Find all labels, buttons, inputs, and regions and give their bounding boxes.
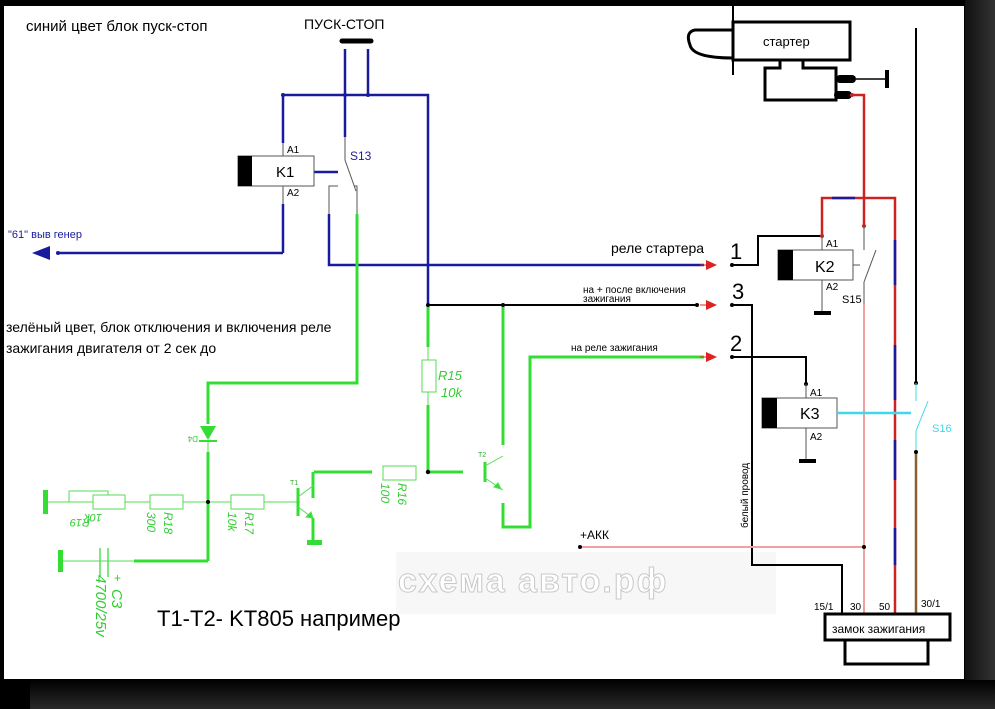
gen-arrow-icon bbox=[32, 246, 50, 260]
relay-k1-a1: A1 bbox=[287, 145, 300, 156]
switch-s16 bbox=[837, 383, 929, 452]
resistor-r18 bbox=[149, 494, 184, 510]
ground-r19-icon bbox=[43, 490, 48, 514]
r18-value: 300 bbox=[144, 512, 158, 532]
blue-block-title: синий цвет блок пуск-стоп bbox=[26, 18, 207, 35]
relay-k3-a2: A2 bbox=[810, 432, 823, 443]
pink-wires bbox=[580, 304, 865, 614]
ground-t1-icon bbox=[307, 540, 322, 545]
relay-k1: K1 A1 A2 bbox=[237, 143, 315, 204]
r17-name: R17 bbox=[242, 512, 256, 535]
green-block-title-1: зелёный цвет, блок отключения и включени… bbox=[6, 319, 332, 335]
transistor-t2 bbox=[483, 455, 504, 491]
watermark-bg bbox=[396, 552, 776, 614]
ignition-lock: замок зажигания bbox=[823, 612, 952, 666]
d4-label: D4 bbox=[187, 434, 198, 443]
starter bbox=[686, 6, 852, 102]
t1-label: T1 bbox=[290, 480, 298, 487]
relay-k3: K3 A1 A2 bbox=[761, 382, 838, 463]
r19-value: 10k bbox=[84, 511, 102, 523]
switch-s16-label: S16 bbox=[932, 423, 952, 435]
start-stop-label: ПУСК-СТОП bbox=[304, 16, 384, 32]
c3-plus: + bbox=[114, 571, 121, 585]
r16-name: R16 bbox=[395, 483, 409, 505]
diode-d4 bbox=[199, 426, 217, 452]
pin-15-1: 15/1 bbox=[814, 602, 834, 613]
transistors-note: T1-T2- KT805 например bbox=[157, 606, 400, 631]
switch-s13 bbox=[328, 137, 358, 214]
pin-50: 50 bbox=[879, 602, 891, 613]
black-wires bbox=[428, 235, 843, 614]
switch-s15-label: S15 bbox=[842, 294, 862, 306]
after-ignition-label-2: зажигания bbox=[583, 294, 631, 305]
r17-value: 10k bbox=[225, 512, 239, 532]
t2-label: T2 bbox=[478, 452, 486, 459]
resistor-r17 bbox=[230, 494, 265, 510]
watermark-text: схема авто.рф bbox=[398, 562, 668, 600]
terminal-2: 2 bbox=[730, 331, 742, 356]
arrow-icons bbox=[700, 260, 717, 362]
relay-k1-label: K1 bbox=[276, 164, 294, 181]
r15-name: R15 bbox=[438, 368, 463, 383]
red-wires bbox=[820, 93, 897, 614]
start-stop-button[interactable] bbox=[339, 38, 374, 95]
relay-k3-label: K3 bbox=[800, 406, 820, 423]
relay-k2-label: K2 bbox=[815, 259, 835, 276]
resistor-r16 bbox=[382, 465, 417, 481]
r15-value: 10k bbox=[441, 385, 463, 400]
switch-s13-label: S13 bbox=[350, 149, 372, 163]
c3-value: 4700/25v bbox=[92, 575, 109, 638]
relay-k2-a1: A1 bbox=[826, 239, 839, 250]
resistor-r15 bbox=[421, 347, 437, 405]
after-ignition-label: на + после включения bbox=[583, 285, 686, 296]
relay-k2-a2: A2 bbox=[826, 282, 839, 293]
relay-k3-a1: A1 bbox=[810, 388, 823, 399]
battery-label: +АКК bbox=[580, 528, 609, 542]
r18-name: R18 bbox=[161, 512, 175, 534]
resistor-r19: R19 bbox=[70, 494, 126, 528]
frame-shadow-right bbox=[965, 0, 995, 709]
r19-name: R19 bbox=[70, 516, 90, 528]
ground-c3-icon bbox=[58, 550, 63, 572]
transistor-t1 bbox=[296, 484, 315, 519]
capacitor-c3 bbox=[99, 548, 109, 577]
blue-wires bbox=[58, 93, 704, 305]
c3-name: C3 bbox=[108, 589, 125, 609]
starter-label: стартер bbox=[763, 34, 810, 49]
circuit-diagram: синий цвет блок пуск-стоп ПУСК-СТОП зелё… bbox=[6, 6, 952, 666]
green-block-title-2: зажигания двигателя от 2 сек до bbox=[6, 340, 216, 356]
white-wire-label: белый провод bbox=[739, 463, 751, 528]
green-wires bbox=[134, 214, 704, 563]
starter-relay-label: реле стартера bbox=[611, 240, 704, 256]
to-ignition-relay-label: на реле зажигания bbox=[571, 343, 658, 354]
switch-s15 bbox=[853, 226, 877, 304]
gen-output-label: "61" выв генер bbox=[8, 229, 82, 241]
starter-terminals bbox=[834, 70, 889, 99]
diagram-canvas: синий цвет блок пуск-стоп ПУСК-СТОП зелё… bbox=[4, 6, 964, 679]
pin-30: 30 bbox=[850, 602, 862, 613]
pin-30-1: 30/1 bbox=[921, 599, 941, 610]
terminal-3: 3 bbox=[732, 279, 744, 304]
ignition-lock-label: замок зажигания bbox=[832, 622, 925, 636]
r16-value: 100 bbox=[378, 483, 392, 503]
relay-k1-a2: A2 bbox=[287, 188, 300, 199]
frame-shadow-bottom bbox=[30, 680, 995, 709]
terminal-1: 1 bbox=[730, 239, 742, 264]
